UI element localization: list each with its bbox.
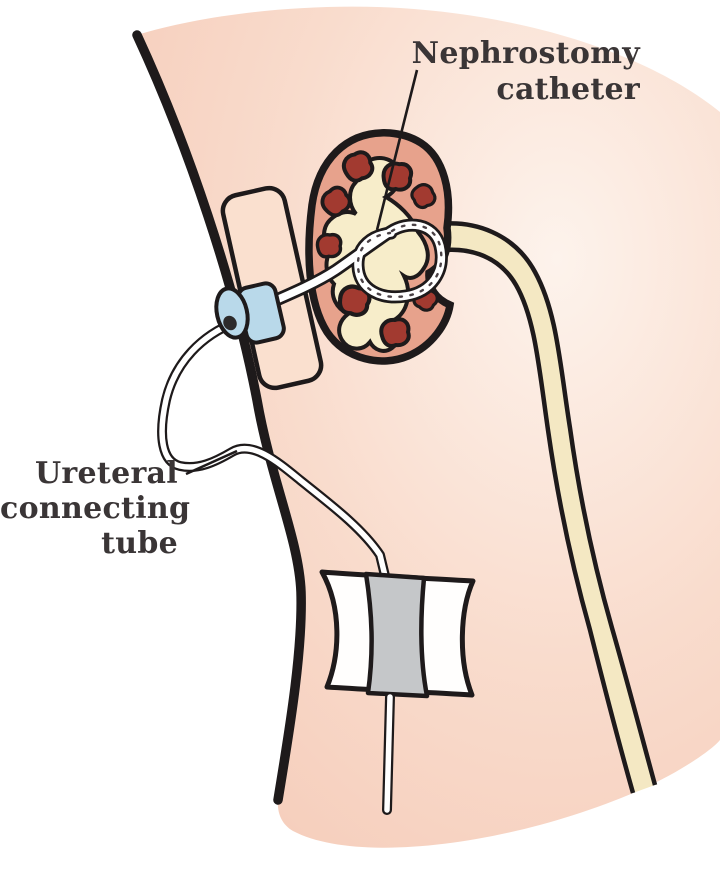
calyx [315, 232, 343, 259]
calyx [337, 284, 372, 317]
label-line: Ureteral [34, 456, 178, 491]
ureter-outline-right [431, 221, 658, 786]
leader-line-nephrostomy [375, 69, 419, 231]
calyx [320, 185, 352, 218]
connecting-tube-lower-lumen [384, 694, 393, 813]
body-edge-line [132, 30, 306, 805]
connecting-tube-lower [382, 692, 395, 815]
connector-opening [223, 315, 237, 331]
ureter [429, 221, 658, 794]
label-line: tube [101, 526, 178, 561]
catheter-connector [214, 281, 286, 345]
calyx [381, 161, 414, 192]
calyx [410, 183, 437, 210]
label-line: catheter [496, 72, 640, 107]
label-nephrostomy-catheter: Nephrostomy catheter [380, 36, 640, 108]
renal-calyces [315, 150, 439, 348]
tape-gauze-center [363, 571, 430, 699]
label-ureteral-connecting-tube: Ureteral connecting tube [0, 456, 191, 561]
ureter-outline-left [429, 247, 636, 794]
ureter-fill [430, 223, 655, 793]
calyx [379, 317, 411, 348]
label-line: connecting [0, 491, 191, 526]
calyx [341, 150, 375, 183]
label-line: Nephrostomy [411, 36, 640, 71]
leader-line-ureteral [185, 449, 238, 476]
nephrostomy-catheter [251, 218, 448, 315]
catheter-lumen [254, 221, 445, 312]
kidney [305, 129, 455, 365]
gauze-tape-patch [319, 569, 476, 699]
